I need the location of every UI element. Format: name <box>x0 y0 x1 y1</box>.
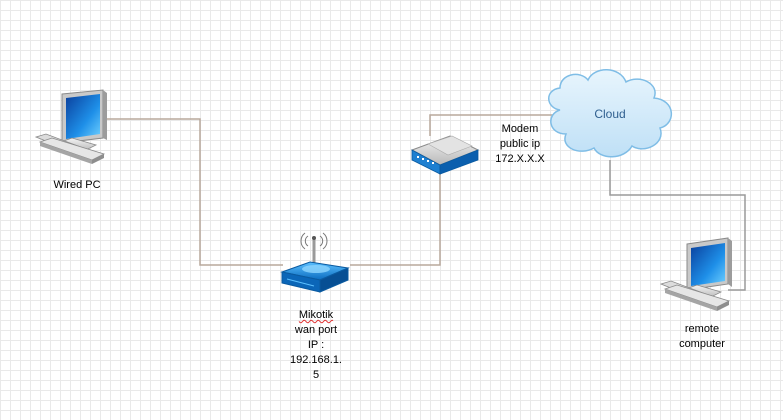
wired-pc-label: Wired PC <box>53 179 101 191</box>
mikrotik-router-icon <box>280 232 350 293</box>
remote-computer-label-line: computer <box>679 338 725 350</box>
mikrotik-label: Mikotik wan port IP : 192.168.1. 5 <box>276 308 356 383</box>
link-wiredpc-mikrotik <box>104 118 283 266</box>
cloud-label: Cloud <box>594 107 626 121</box>
cloud-icon <box>548 69 672 158</box>
wired-pc-icon <box>34 89 107 164</box>
mikrotik-label-line: Mikotik <box>298 309 334 321</box>
link-mikrotik-modem <box>350 170 441 266</box>
remote-computer-label: remote computer <box>662 322 742 352</box>
link-modem-cloud <box>429 114 560 136</box>
mikrotik-label-line: 192.168.1. <box>290 354 342 366</box>
mikrotik-label-line: IP : <box>307 339 325 351</box>
modem-label: Modem public ip 172.X.X.X <box>482 122 558 167</box>
remote-computer-icon <box>659 237 732 311</box>
mikrotik-label-line: 5 <box>312 369 320 381</box>
remote-computer-label-line: remote <box>684 323 720 335</box>
modem-label-line: Modem <box>501 123 539 135</box>
mikrotik-label-line: wan port <box>294 324 338 336</box>
link-cloud-remote <box>609 160 746 291</box>
modem-label-line: 172.X.X.X <box>495 153 545 165</box>
modem-label-line: public ip <box>499 138 541 150</box>
modem-icon <box>410 135 480 175</box>
